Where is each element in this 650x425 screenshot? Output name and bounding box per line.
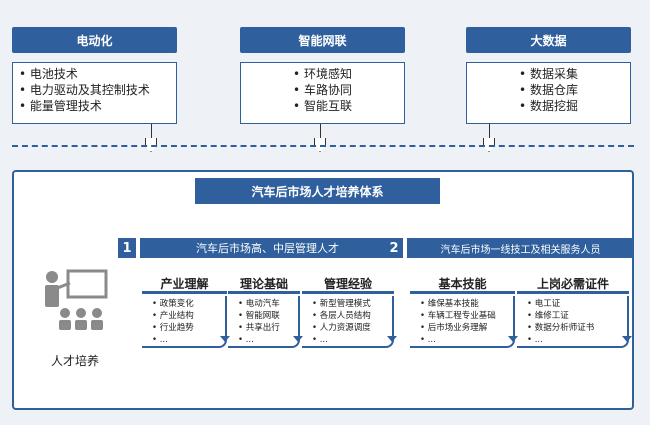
category-item: ... (420, 334, 509, 346)
tech-header-bigdata: 大数据 (466, 27, 631, 53)
tech-box-connected: 环境感知 车路协同 智能互联 (240, 62, 405, 124)
tech-item: 车路协同 (247, 82, 398, 98)
connector-line (320, 124, 321, 138)
tech-item: 数据挖掘 (473, 98, 624, 114)
category-list: 新型管理模式 各层人员结构 人力资源调度 ... (302, 296, 397, 348)
category-item: ... (312, 334, 388, 346)
category-item: ... (238, 334, 294, 346)
tech-item: 智能互联 (247, 98, 398, 114)
category-item: 车辆工程专业基础 (420, 310, 509, 322)
category-list: 电工证 维修工证 数据分析师证书 ... (517, 296, 632, 348)
tech-item: 能量管理技术 (19, 98, 170, 114)
tech-item: 电池技术 (19, 66, 170, 82)
level-label: 汽车后市场一线技工及相关服务人员 (407, 238, 634, 258)
tech-item: 电力驱动及其控制技术 (19, 82, 170, 98)
connector-line (489, 124, 490, 138)
category-item: 共享出行 (238, 322, 294, 334)
category-title: 理论基础 (228, 274, 300, 294)
category-list: 政策变化 产业结构 行业趋势 ... (142, 296, 230, 348)
category-item: 维修工证 (527, 310, 623, 322)
category-item: 智能网联 (238, 310, 294, 322)
teacher-presentation-icon (40, 265, 110, 335)
category-title: 产业理解 (142, 274, 227, 294)
level-label: 汽车后市场高、中层管理人才 (140, 238, 395, 258)
dashed-divider (12, 145, 634, 147)
category-title: 基本技能 (410, 274, 515, 294)
talent-system-frame (12, 170, 634, 410)
category-item: 电工证 (527, 298, 623, 310)
connector-line (151, 124, 152, 138)
category-item: ... (152, 334, 221, 346)
category-item: 新型管理模式 (312, 298, 388, 310)
category-item: 数据分析师证书 (527, 322, 623, 334)
category-list: 维保基本技能 车辆工程专业基础 后市场业务理解 ... (410, 296, 518, 348)
category-item: 电动汽车 (238, 298, 294, 310)
category-item: 政策变化 (152, 298, 221, 310)
tech-item: 数据仓库 (473, 82, 624, 98)
tech-item: 环境感知 (247, 66, 398, 82)
system-title: 汽车后市场人才培养体系 (195, 178, 440, 204)
tech-box-electrification: 电池技术 电力驱动及其控制技术 能量管理技术 (12, 62, 177, 124)
category-item: 维保基本技能 (420, 298, 509, 310)
tech-header-electrification: 电动化 (12, 27, 177, 53)
level-number: 1 (118, 238, 136, 258)
category-list: 电动汽车 智能网联 共享出行 ... (228, 296, 303, 348)
category-item: 行业趋势 (152, 322, 221, 334)
talent-label: 人才培养 (50, 354, 99, 368)
category-item: 人力资源调度 (312, 322, 388, 334)
category-item: 各层人员结构 (312, 310, 388, 322)
category-title: 上岗必需证件 (517, 274, 629, 294)
category-item: ... (527, 334, 623, 346)
category-item: 后市场业务理解 (420, 322, 509, 334)
tech-box-bigdata: 数据采集 数据仓库 数据挖掘 (466, 62, 631, 124)
tech-item: 数据采集 (473, 66, 624, 82)
tech-header-connected: 智能网联 (240, 27, 405, 53)
level-number: 2 (385, 238, 403, 258)
category-item: 产业结构 (152, 310, 221, 322)
category-title: 管理经验 (302, 274, 394, 294)
